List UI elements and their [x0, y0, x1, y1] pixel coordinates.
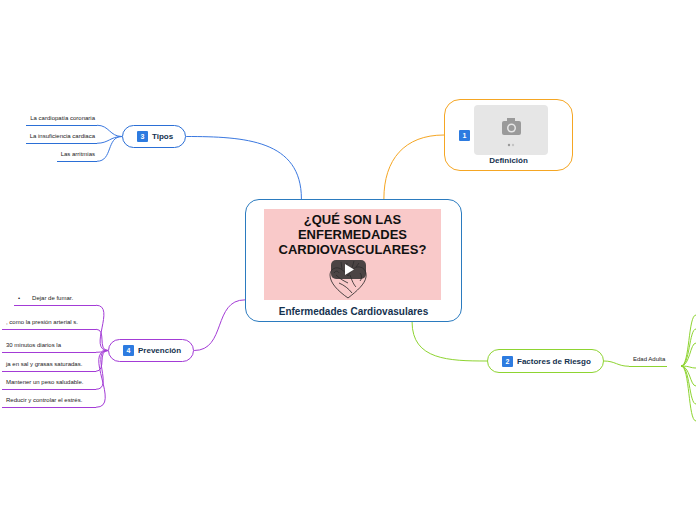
callout-number: 1: [459, 130, 470, 141]
unlabeled-branches: [681, 315, 696, 421]
subtopic-item: Reducir y controlar el estrés.: [2, 395, 96, 408]
subtopic-item: , como la presión arterial s.: [2, 317, 96, 330]
callout-number: 2: [502, 356, 513, 367]
branch-connector: [97, 125, 122, 136]
central-topic: Enfermedades Cardiovasulares ¿QUÉ SON LAS…: [245, 199, 462, 322]
subtopic-item: • Dejar de fumar.: [14, 293, 96, 306]
topic-pill: 4 Prevención: [108, 339, 194, 362]
item-label: La insuficiencia cardiaca: [30, 133, 95, 139]
branch-connector: [96, 329, 108, 350]
title-banner: ¿QUÉ SON LAS ENFERMEDADES CARDIOVASCULAR…: [264, 209, 441, 300]
branch-connector: [186, 137, 301, 200]
branch-connector: [96, 305, 108, 350]
topic-label: Prevención: [138, 346, 181, 355]
branch-connector: [412, 322, 487, 361]
item-label: ja en sal y grasas saturadas.: [6, 361, 82, 367]
image-placeholder: [474, 105, 548, 155]
banner-title: ¿QUÉ SON LAS ENFERMEDADES CARDIOVASCULAR…: [266, 212, 439, 257]
topic-pill: 3 Tipos: [122, 125, 186, 148]
subtopic-item: Las arritmias: [57, 149, 97, 162]
subtopic-item: Mantener un peso saludable.: [2, 377, 96, 390]
branch-connector: [194, 300, 245, 351]
callout-number: 3: [137, 131, 148, 142]
subtopic-item: 30 minutos diarios la: [2, 340, 96, 353]
item-label: 30 minutos diarios la: [6, 342, 61, 348]
subtopic-item: La insuficiencia cardiaca: [26, 131, 97, 144]
subtopic-item: Edad Adulta: [629, 354, 667, 367]
topic-label: Definición: [445, 156, 572, 165]
item-label: Dejar de fumar.: [32, 295, 73, 301]
bullet: •: [18, 295, 20, 301]
topic-label: Enfermedades Cardiovasulares: [246, 306, 461, 317]
branch-connector: [384, 135, 444, 199]
topic-label: Tipos: [152, 132, 173, 141]
subtopic-item: ja en sal y grasas saturadas.: [2, 359, 96, 372]
branch-connector: [96, 351, 108, 390]
callout-number: 4: [123, 345, 134, 356]
item-label: Las arritmias: [61, 151, 95, 157]
topic-card: 1Definición: [444, 99, 573, 171]
item-label: Mantener un peso saludable.: [6, 379, 83, 385]
item-label: Edad Adulta: [633, 356, 665, 362]
topic-pill: 2 Factores de Riesgo: [487, 349, 604, 373]
item-label: Reducir y controlar el estrés.: [6, 397, 82, 403]
item-label: , como la presión arterial s.: [6, 319, 78, 325]
branch-connector: [604, 361, 629, 366]
topic-label: Factores de Riesgo: [517, 357, 591, 366]
branch-connector: [97, 137, 122, 162]
branch-connector: [96, 351, 108, 408]
subtopic-item: La cardiopatía coronaria: [26, 113, 97, 126]
item-label: La cardiopatía coronaria: [30, 115, 95, 121]
